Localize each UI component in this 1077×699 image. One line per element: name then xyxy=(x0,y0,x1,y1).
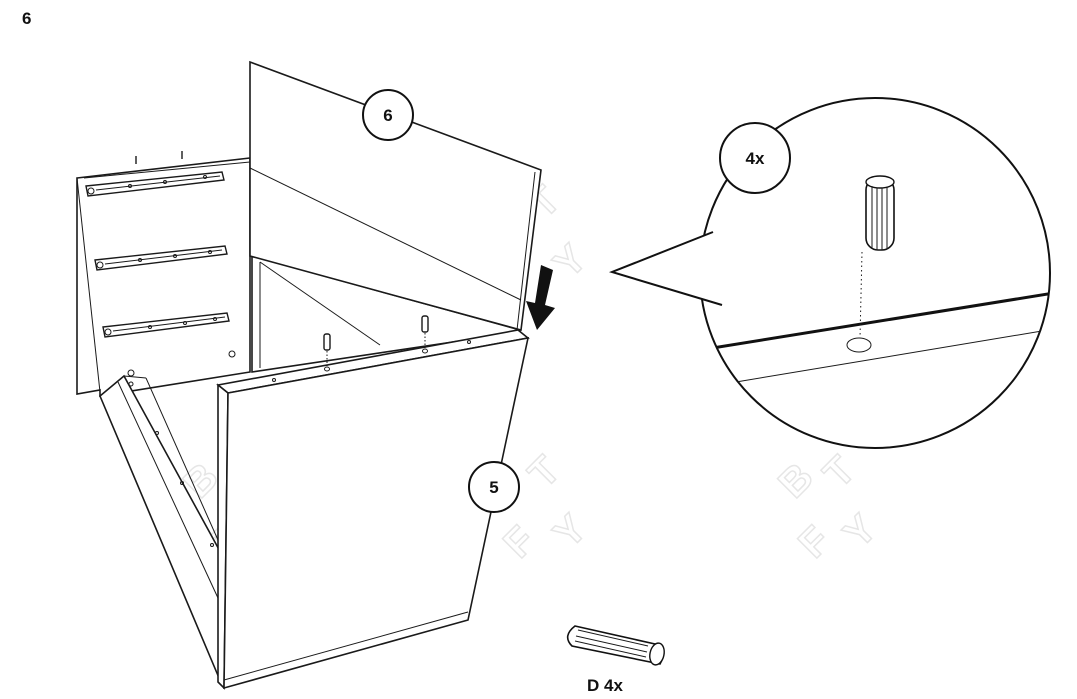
callout-5: 5 xyxy=(468,461,520,513)
callout-label-5: 5 xyxy=(489,478,498,497)
drawer-runner-bottom xyxy=(102,312,230,338)
watermark-letter: T xyxy=(815,448,863,496)
zoom-count-label: 4x xyxy=(746,149,765,168)
watermark-letter: B xyxy=(770,455,822,507)
watermark-letter: F xyxy=(790,518,838,566)
part-label: D 4x xyxy=(587,676,623,695)
watermark-letter: T xyxy=(520,448,568,496)
callout-label-6: 6 xyxy=(383,106,392,125)
panel-5 xyxy=(216,315,530,690)
watermark-letter: Y xyxy=(835,506,885,556)
arrow-down-icon xyxy=(526,265,555,330)
watermark-letter: Y xyxy=(545,506,595,556)
side-panel-left xyxy=(76,151,251,397)
watermark-letter: F xyxy=(495,518,543,566)
step-number: 6 xyxy=(22,9,32,28)
part-d-dowel-icon xyxy=(566,625,665,666)
drawer-runner-middle xyxy=(94,245,228,271)
bottom-rail xyxy=(99,374,223,686)
dowel-icon xyxy=(865,175,895,251)
panel-6 xyxy=(249,60,542,332)
dowel-icon xyxy=(421,315,429,348)
dowel-icon xyxy=(323,333,331,366)
zoom-detail: 4x xyxy=(608,97,1051,449)
watermark-letter: Y xyxy=(545,236,595,286)
drawer-runner-top xyxy=(85,171,225,197)
callout-6: 6 xyxy=(362,89,414,141)
